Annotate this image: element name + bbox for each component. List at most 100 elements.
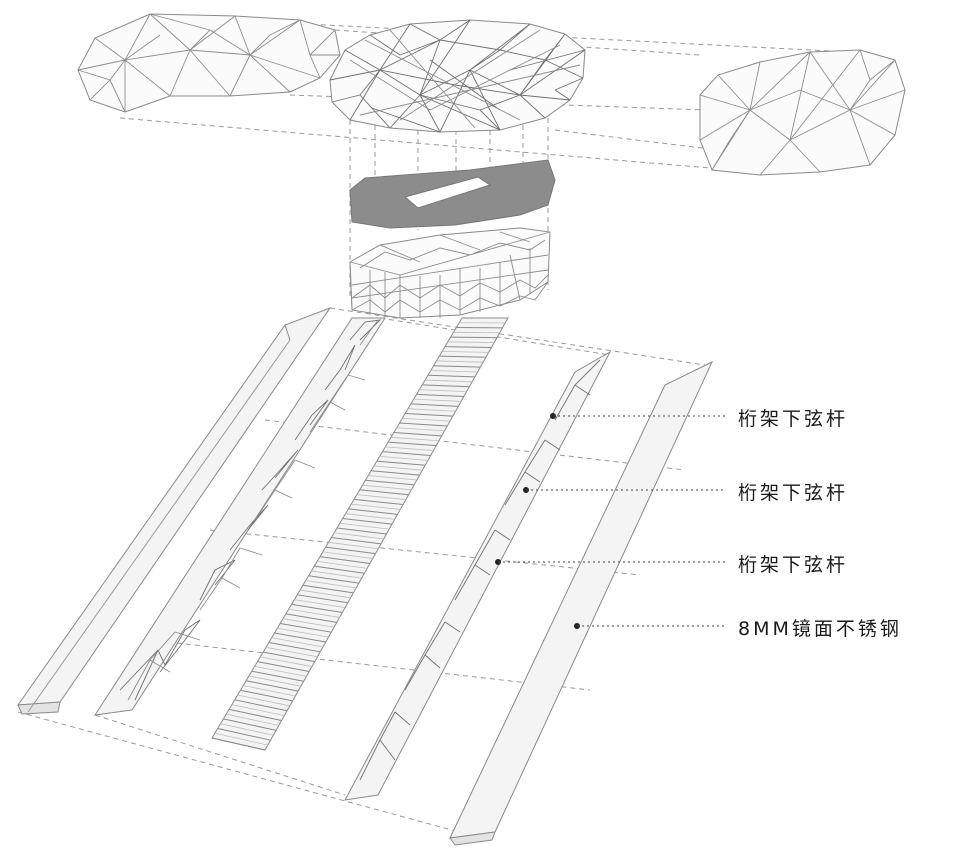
stair-riser [356, 494, 406, 501]
stair-tread [302, 584, 354, 594]
stair-riser [237, 694, 290, 707]
stair-riser [277, 627, 329, 638]
projection-lines [17, 15, 851, 836]
stair-tread [359, 489, 409, 496]
stair-riser [220, 723, 274, 736]
stair-tread [371, 470, 420, 476]
callout-label-mirror-steel: 8MM镜面不锈钢 [738, 618, 902, 640]
stair-tread [410, 403, 459, 407]
stair-tread [245, 680, 299, 692]
stair-riser [248, 675, 301, 687]
stair-tread [348, 508, 398, 515]
stair-tread [291, 603, 343, 614]
left-cloud-mesh [77, 13, 341, 113]
stair-riser [351, 503, 401, 510]
central-cloud-mesh [329, 19, 586, 133]
stair-tread [450, 336, 497, 339]
stair-riser [402, 417, 451, 422]
stair-tread [228, 708, 282, 722]
stair-riser [379, 456, 428, 461]
stair-tread [263, 651, 315, 663]
stair-tread [422, 384, 470, 388]
stair-riser [322, 551, 373, 559]
stair-riser [243, 685, 296, 697]
stair-tread [444, 346, 492, 348]
stair-tread [319, 556, 370, 564]
stair-riser [373, 465, 423, 471]
stair-tread [285, 613, 337, 623]
callout-label-truss-chord-2: 桁架下弦杆 [738, 482, 849, 504]
stair-tread [234, 699, 288, 712]
stair-tread [240, 689, 293, 702]
stair-tread [251, 670, 304, 682]
stair-tread [365, 479, 415, 486]
stair-tread [405, 412, 453, 417]
stair-tread [439, 355, 486, 358]
stair-riser [226, 713, 279, 726]
stair-tread [376, 460, 426, 466]
left-truss-chord [93, 317, 386, 716]
stair-tread [382, 451, 431, 456]
stair-riser [300, 589, 351, 599]
stair-riser [413, 398, 462, 402]
stair-riser [294, 599, 346, 609]
stair-riser [436, 360, 484, 363]
stair-riser [328, 541, 379, 550]
stair-tread [314, 565, 365, 574]
stair-tread [211, 737, 266, 751]
stair-tread [223, 718, 277, 731]
stair-riser [254, 666, 307, 677]
stair-tread [416, 393, 464, 398]
left-mirror-steel-panel [16, 306, 332, 715]
stair-riser [362, 484, 412, 491]
stair-riser [408, 408, 456, 412]
oval-floor-slab [349, 159, 556, 229]
stair-riser [430, 370, 478, 373]
stair-tread [280, 622, 332, 633]
callout-label-truss-chord-3: 桁架下弦杆 [738, 554, 849, 576]
right-truss-chord [344, 350, 612, 801]
stair-riser [442, 351, 489, 353]
stair-tread [353, 498, 404, 506]
right-mirror-steel-panel [449, 360, 714, 846]
stair-riser [419, 389, 467, 393]
stair-riser [282, 618, 335, 628]
stair-tread [393, 432, 442, 437]
stair-tread [427, 374, 475, 378]
stair-riser [265, 646, 318, 658]
stair-riser [311, 570, 362, 579]
stair-riser [271, 637, 324, 648]
stair-tread [308, 575, 359, 584]
stair-tread [325, 546, 376, 555]
stair-riser [425, 379, 473, 383]
right-cloud-mesh [699, 49, 906, 176]
stair-riser [368, 475, 417, 481]
stair-tread [433, 365, 481, 368]
stair-riser [345, 513, 395, 520]
stair-tread [336, 527, 387, 535]
stair-riser [385, 446, 434, 451]
stair-tread [342, 517, 393, 525]
stair-tread [257, 661, 310, 672]
callout-leaders [495, 413, 726, 629]
stair-riser [339, 522, 390, 530]
stair-riser [447, 341, 495, 343]
stair-tread [217, 727, 271, 741]
stair-tread [399, 422, 448, 427]
stair-riser [288, 608, 340, 618]
stair-riser [390, 436, 439, 442]
stair-riser [317, 561, 368, 569]
stair-tread [274, 632, 326, 643]
stair-tread [268, 642, 321, 653]
stair-riser [231, 704, 285, 717]
stair-tread [297, 594, 348, 604]
stair-tread [388, 441, 437, 447]
stair-riser [305, 580, 357, 589]
stair-riser [260, 656, 313, 667]
central-stair [211, 317, 509, 751]
stair-riser [334, 532, 384, 540]
stair-riser [396, 427, 445, 432]
truss-frame-deck [349, 227, 551, 319]
stair-riser [214, 732, 268, 746]
